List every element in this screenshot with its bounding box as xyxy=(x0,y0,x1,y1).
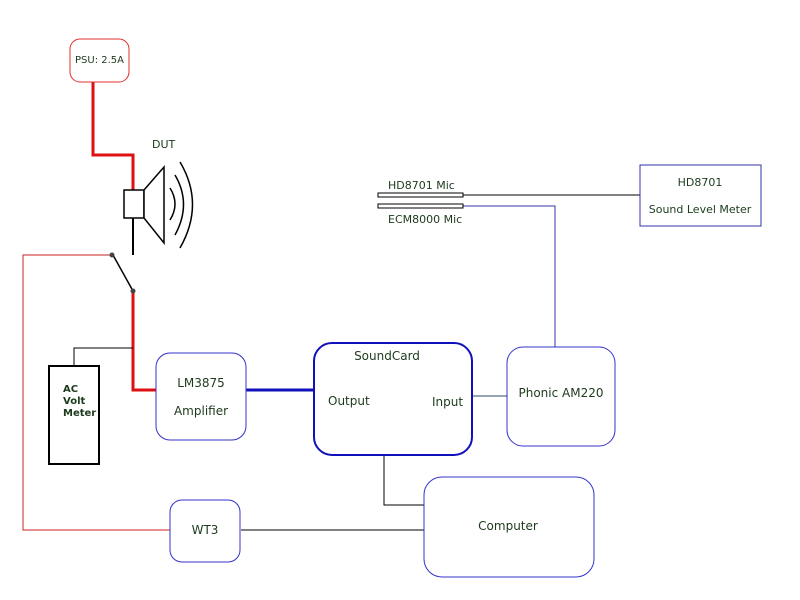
hd8701-meter-box: HD8701 Sound Level Meter xyxy=(639,164,762,227)
ecm8000-mic-label: ECM8000 Mic xyxy=(388,213,462,226)
wt3-label: WT3 xyxy=(192,523,219,537)
soundcard-output-label: Output xyxy=(328,394,370,408)
soundcard-title: SoundCard xyxy=(354,349,420,363)
hd8701-subtitle: Sound Level Meter xyxy=(649,203,752,216)
microphone-icon-bottom xyxy=(377,203,464,209)
speaker-icon xyxy=(123,161,194,249)
amplifier-box: LM3875 Amplifier xyxy=(155,352,247,441)
amplifier-line2: Amplifier xyxy=(174,404,228,418)
voltmeter-wire xyxy=(73,347,133,366)
ecm-mic-to-phonic-wire xyxy=(463,205,556,347)
wires xyxy=(22,82,640,531)
ac-volt-meter-box: AC Volt Meter xyxy=(48,365,100,465)
switch-contact-left xyxy=(109,252,115,258)
voltmeter-line1: AC xyxy=(63,384,78,395)
soundcard-input-label: Input xyxy=(432,395,463,409)
computer-box: Computer xyxy=(423,476,595,578)
phonic-label: Phonic AM220 xyxy=(518,386,603,400)
hd8701-title: HD8701 xyxy=(678,176,723,189)
amplifier-line1: LM3875 xyxy=(177,376,225,390)
switch-to-amp-wire xyxy=(131,291,160,392)
phonic-am220-box: Phonic AM220 xyxy=(506,346,616,447)
voltmeter-line3: Meter xyxy=(63,408,96,419)
hd8701-mic-label: HD8701 Mic xyxy=(388,179,455,192)
switch-contact-bottom xyxy=(130,288,136,294)
psu-to-dut-wire xyxy=(91,82,135,190)
switch-to-wt3-wire xyxy=(22,254,170,531)
voltmeter-line2: Volt xyxy=(63,396,85,407)
dut-label: DUT xyxy=(152,138,176,151)
computer-label: Computer xyxy=(478,519,538,533)
soundcard-to-computer-wire xyxy=(383,456,425,506)
switch-lever xyxy=(112,254,134,292)
microphone-icon-top xyxy=(377,192,464,198)
psu-label: PSU: 2.5A xyxy=(75,55,124,66)
wt3-box: WT3 xyxy=(169,499,241,563)
psu-box: PSU: 2.5A xyxy=(69,38,130,83)
soundcard-box: SoundCard Output Input xyxy=(313,342,473,456)
